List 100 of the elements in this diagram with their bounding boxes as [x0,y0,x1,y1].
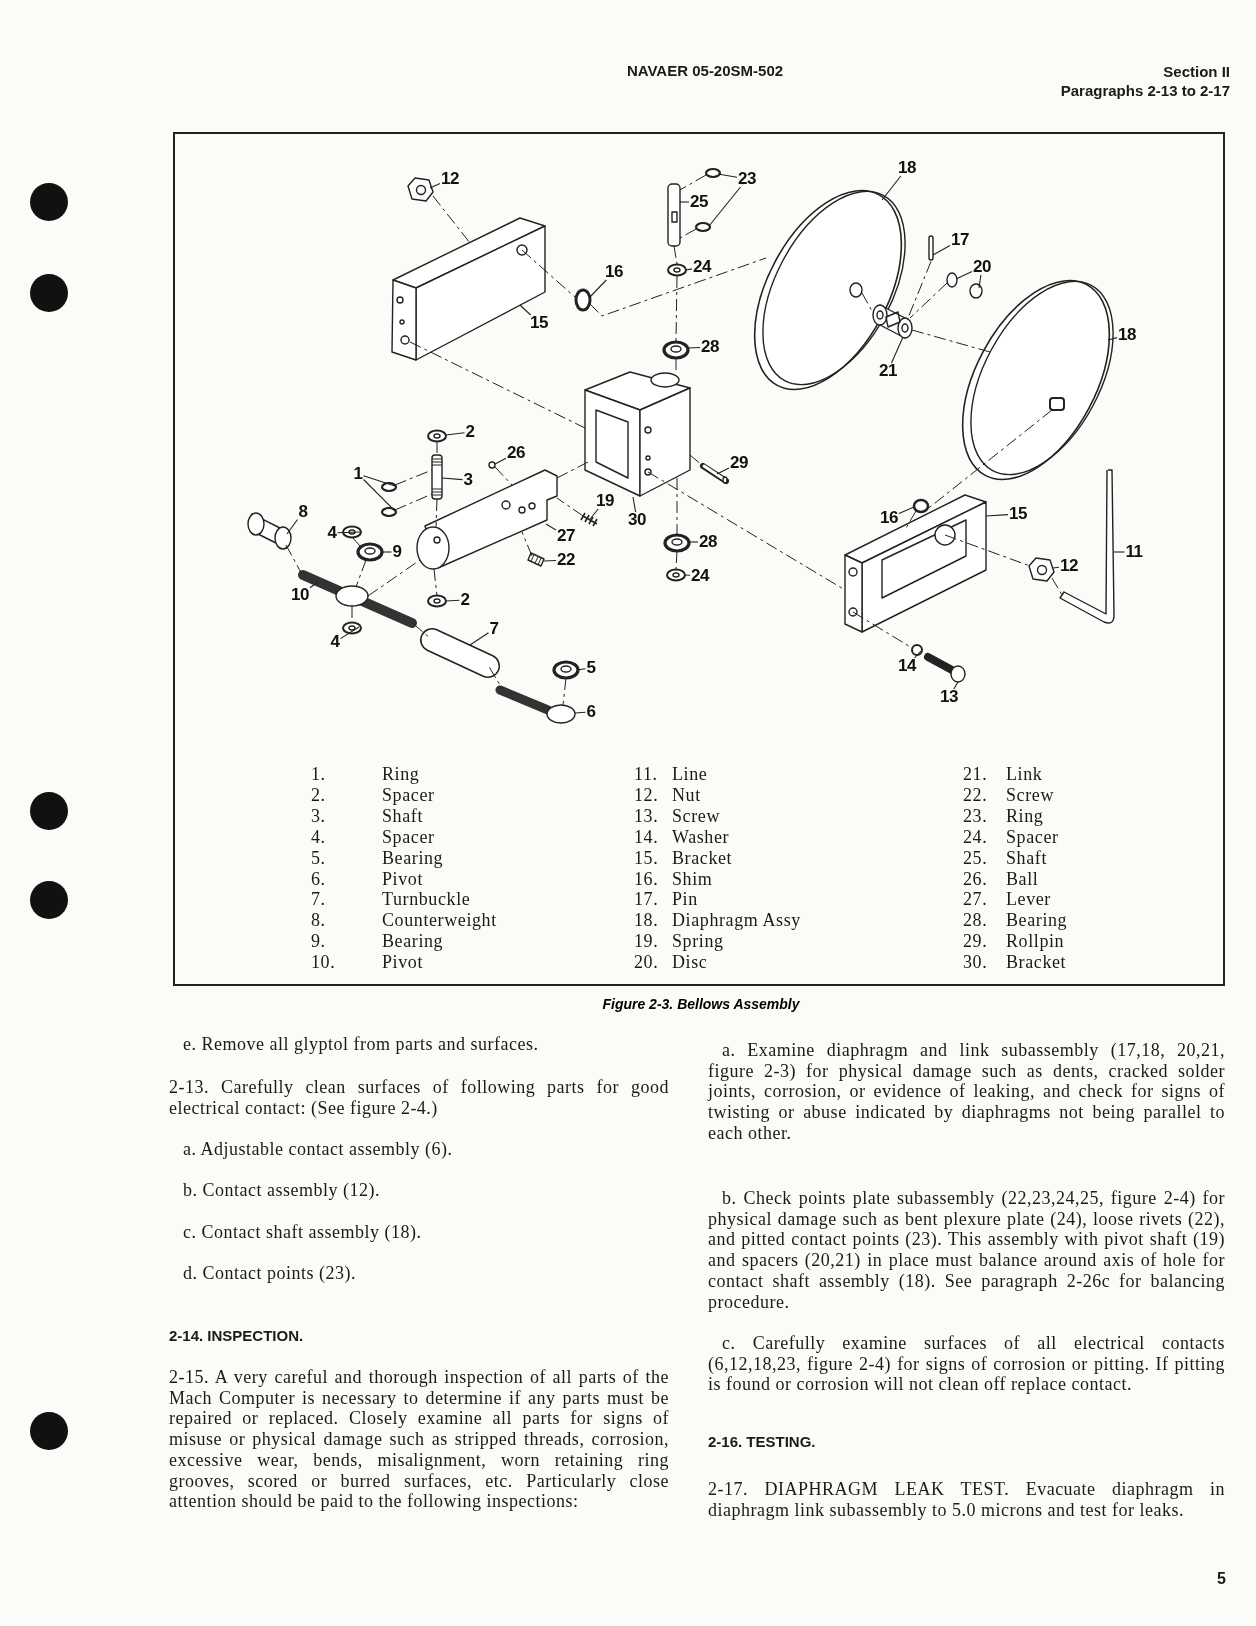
center-line [673,245,678,265]
center-line [675,550,678,570]
document-number: NAVAER 05-20SM-502 [626,62,784,79]
center-line [679,228,697,239]
leader-line [1113,551,1126,553]
callout-number: 7 [489,620,499,638]
callout-number: 28 [701,338,719,356]
center-line [909,282,948,319]
part-name: Bracket [1006,952,1067,974]
center-line [556,461,589,479]
leader-line [955,271,973,280]
center-line [285,544,302,574]
center-line [489,667,503,689]
center-line [562,677,567,706]
spacer-drawing [667,263,687,277]
callout-number: 12 [1060,557,1078,575]
part-name: Spacer [382,784,435,806]
leader-line [953,681,959,690]
bearing-drawing [552,660,580,680]
part-name: Shaft [1006,847,1047,869]
bearing-drawing [663,533,691,553]
part-name: Diaphragm Assy [672,910,801,932]
part-name: Ring [1006,805,1044,827]
part-number: 25. [963,847,988,869]
leader-line [286,518,299,535]
leader-line [441,477,464,481]
callout-number: 1 [353,465,363,483]
paragraph: c. Contact shaft assembly (18). [182,1222,423,1243]
callout-number: 11 [1125,543,1143,561]
bearing-drawing [662,340,690,360]
part-name: Line [672,764,708,785]
callout-number: 17 [951,231,969,249]
part-number: 30. [963,952,988,974]
part-number: 2. [311,784,326,806]
center-line [355,559,367,588]
leader-line [1107,337,1118,341]
section-heading: 2-16. TESTING. [708,1433,816,1450]
part-number: 7. [311,889,326,911]
center-line [394,469,433,486]
leader-line [632,496,637,513]
part-name: Bracket [672,847,733,869]
callout-number: 2 [465,423,475,441]
part-name: Link [1006,764,1043,785]
paragraph: a. Adjustable contact assembly (6). [182,1139,454,1160]
screw-drawing [924,653,966,683]
paragraph: b. Check points plate subassembly (22,23,24,25, figure 2-4) for physical damage such as bent plexure plate (24), loose rivets (22), and pitted contact points (23). This assembly with pivot shaft (19) and spacers (20,21) in place must balance around axis of hole for contact shaft assembly (18). See paragraph 2-26c for balancing procedure. [708,1188,1225,1313]
part-number: 16. [634,868,659,890]
leader-line [881,175,902,201]
paragraph: c. Carefully examine surfaces of all electrical contacts (6,12,18,23, figure 2-4) for signs of corrosion or pitting. If pitting is found or corrosion will not clean off replace contact. [708,1333,1225,1396]
callout-number: 19 [596,492,614,510]
spacer-drawing [342,525,362,539]
part-number: 11. [634,764,658,785]
callout-number: 8 [298,503,308,521]
leader-line [445,599,461,602]
callout-number: 15 [530,314,548,332]
callout-number: 16 [605,263,623,281]
leader-line [445,432,466,436]
center-line [351,536,361,547]
leader-line [685,268,693,271]
part-number: 1. [311,764,326,785]
pin-drawing [928,235,934,261]
part-number: 9. [311,931,326,953]
center-line [436,440,438,456]
bracket-drawing [391,217,546,361]
leader-line [717,173,738,178]
disc-drawing [946,272,958,288]
shaft-drawing [431,454,443,500]
part-name: Screw [1006,784,1054,806]
section-heading: 2-14. INSPECTION. [169,1327,304,1344]
callout-number: 26 [507,444,525,462]
spacer-drawing [427,594,447,608]
part-number: 21. [963,764,988,785]
leader-line [978,274,982,289]
callout-number: 28 [699,533,717,551]
part-name: Spacer [1006,826,1059,848]
callout-number: 30 [628,511,646,529]
part-name: Disc [672,952,708,974]
callout-number: 9 [392,543,402,561]
paragraph: 2-13. Carefully clean surfaces of following parts for good electrical contact: (See figure 2-4.) [169,1077,669,1119]
leader-line [898,506,915,515]
lever-drawing [416,469,558,570]
callout-number: 14 [898,657,916,675]
paragraph: e. Remove all glyptol from parts and surfaces. [182,1034,540,1055]
part-number: 8. [311,910,326,932]
callout-number: 23 [738,170,756,188]
callout-number: 20 [973,258,991,276]
washer-drawing [911,644,923,656]
part-name: Turnbuckle [382,889,471,911]
part-number: 5. [311,847,326,869]
part-name: Ball [1006,868,1039,890]
callout-number: 24 [693,258,711,276]
callout-number: 15 [1009,505,1027,523]
leader-line [336,531,361,534]
center-line [494,466,513,486]
nut-drawing [1028,557,1055,582]
leader-line [545,523,557,531]
part-number: 17. [634,889,659,911]
callout-number: 24 [691,567,709,585]
leader-line [339,626,360,640]
page-number: 5 [1217,1570,1226,1588]
